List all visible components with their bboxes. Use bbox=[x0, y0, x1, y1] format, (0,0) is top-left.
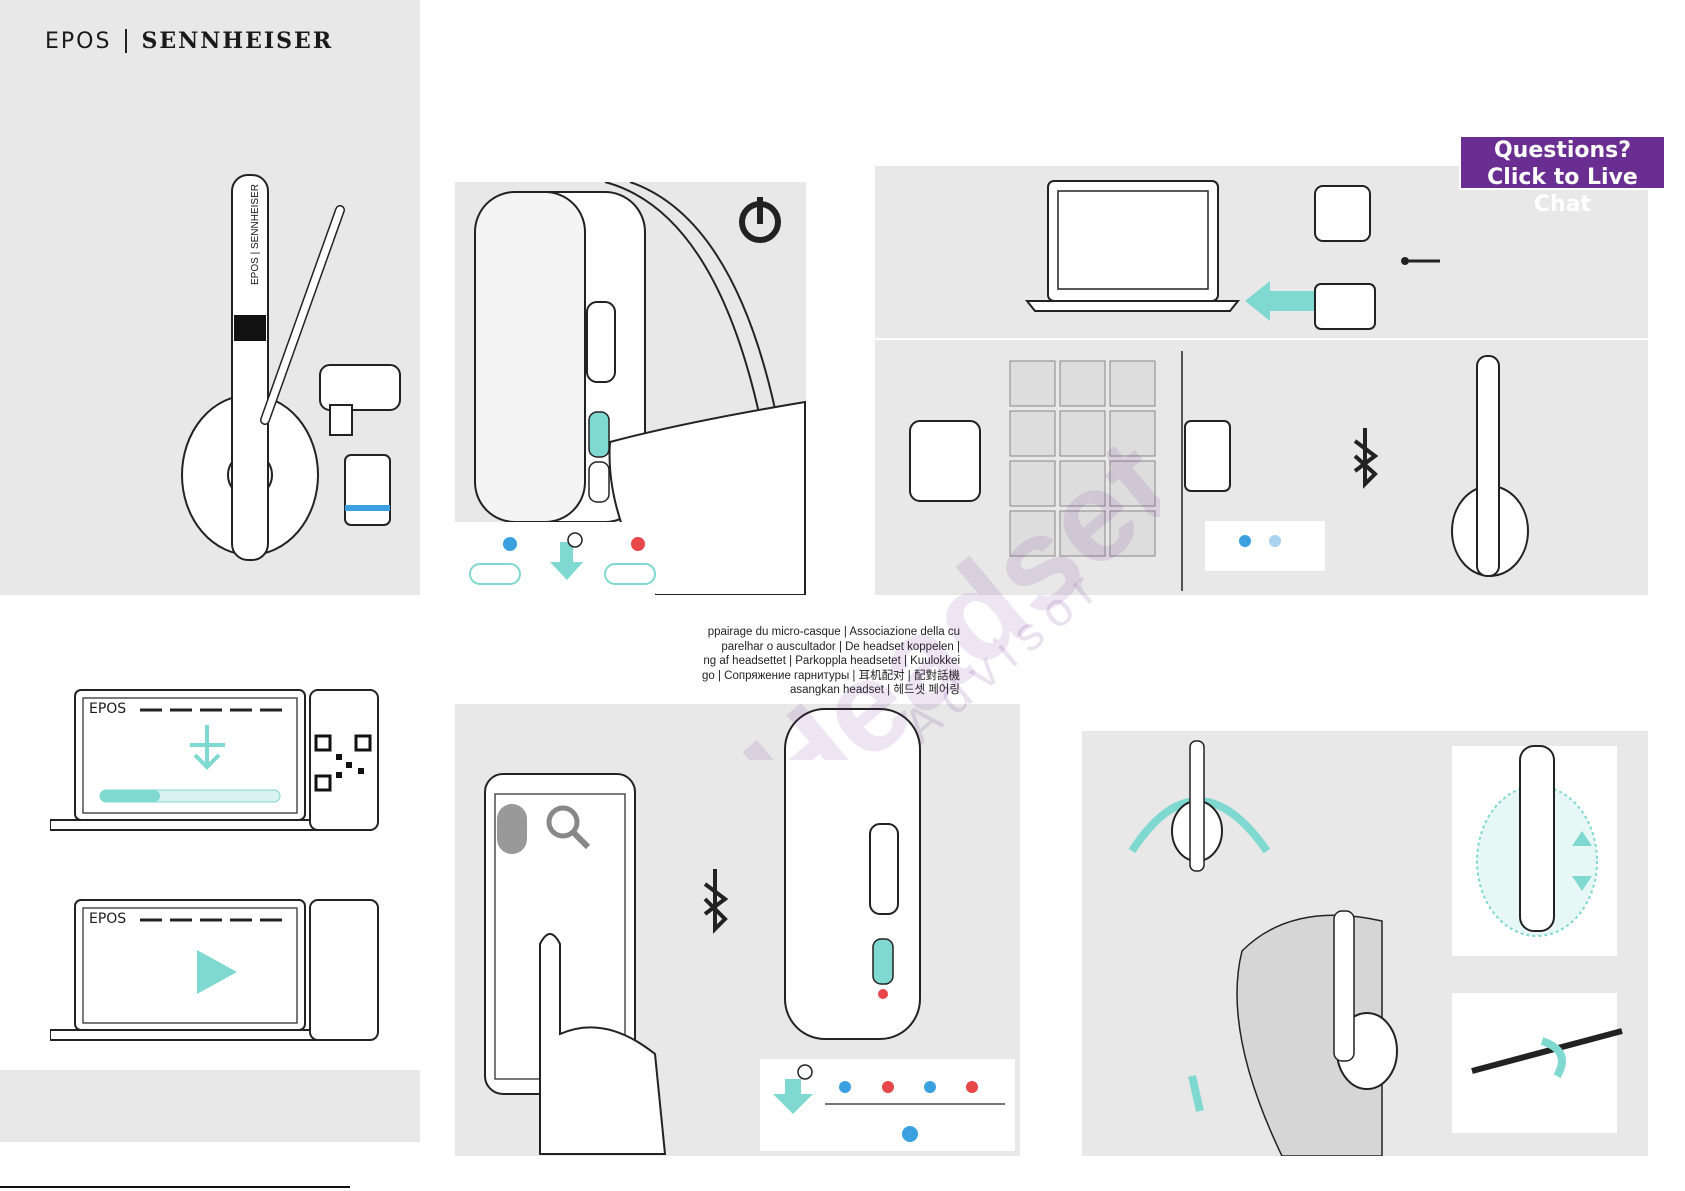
bluetooth-icon bbox=[703, 869, 729, 934]
power-on-illustration bbox=[455, 182, 806, 595]
brand-logo: EPOS SENNHEISER bbox=[45, 28, 333, 54]
dongle-connect-illustration bbox=[909, 180, 1529, 591]
phone-pairing-illustration bbox=[484, 708, 1015, 1155]
headset-product-illustration: EPOS | SENNHEISER bbox=[181, 174, 401, 561]
language-line: ng af headsettet | Parkoppla headsetet |… bbox=[703, 655, 960, 667]
epos-wordmark: EPOS bbox=[45, 28, 112, 54]
language-line: ppairage du micro-casque | Associazione … bbox=[707, 626, 960, 638]
bluetooth-icon bbox=[497, 804, 527, 854]
footer-line bbox=[0, 1186, 350, 1188]
download-icon bbox=[190, 725, 225, 770]
bluetooth-icon bbox=[1353, 428, 1379, 489]
power-icon bbox=[739, 197, 781, 243]
pairing-language-list: ppairage du micro-casque | Associazione … bbox=[560, 625, 960, 698]
software-logo-text-1: EPOS bbox=[89, 701, 127, 717]
software-logo-text-2: EPOS bbox=[89, 911, 127, 927]
live-chat-button[interactable]: Questions? Click to Live Chat bbox=[1459, 135, 1666, 217]
chat-line-2: Click to Live Chat bbox=[1487, 165, 1638, 217]
clock-icon bbox=[797, 1064, 813, 1080]
svg-text:EPOS | SENNHEISER: EPOS | SENNHEISER bbox=[250, 184, 261, 285]
language-line: parelhar o auscultador | De headset kopp… bbox=[721, 640, 960, 653]
chat-line-1: Questions? bbox=[1493, 138, 1632, 163]
play-icon bbox=[197, 950, 237, 994]
clock-icon bbox=[567, 532, 583, 548]
software-download-illustration bbox=[50, 689, 379, 831]
search-icon bbox=[546, 805, 591, 850]
language-line: go | Сопряжение гарнитуры | 耳机配对 | 配對話機 bbox=[702, 669, 960, 682]
brand-divider bbox=[125, 29, 128, 53]
software-launch-illustration bbox=[50, 899, 379, 1041]
usb-icon bbox=[1401, 257, 1440, 265]
left-bottom-panel bbox=[0, 1070, 420, 1142]
sennheiser-wordmark: SENNHEISER bbox=[141, 28, 334, 54]
qr-code-icon bbox=[314, 734, 372, 792]
language-line: asangkan headset | 헤드셋 페어링 bbox=[789, 684, 960, 696]
wearing-illustration bbox=[1128, 740, 1623, 1156]
